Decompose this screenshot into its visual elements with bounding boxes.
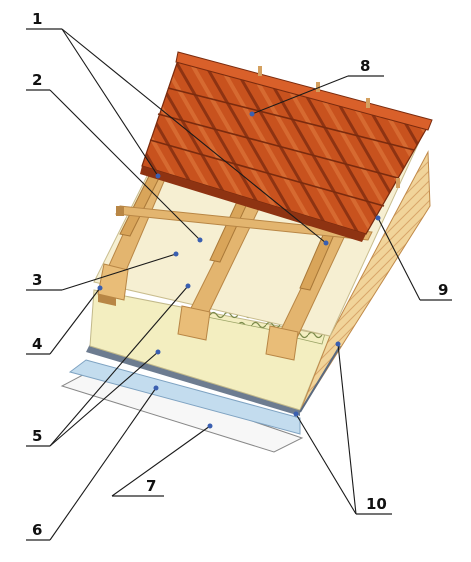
callout-4: 4 xyxy=(32,335,42,353)
callout-8: 8 xyxy=(360,57,370,75)
rafter-3-end xyxy=(265,325,299,361)
wall-section xyxy=(299,150,431,413)
callout-labels: 1 2 3 4 5 6 7 8 9 10 xyxy=(32,10,448,539)
ridge-edge xyxy=(175,51,433,131)
leader-lines xyxy=(26,28,452,541)
callout-6: 6 xyxy=(32,521,42,539)
rafter-2-end xyxy=(177,305,211,341)
rafter-0-end xyxy=(97,263,129,301)
metal-strip-edge xyxy=(299,345,341,413)
callout-1: 1 xyxy=(32,10,42,28)
callout-3: 3 xyxy=(32,271,42,289)
ridge-clip-1 xyxy=(258,66,262,76)
battens xyxy=(115,205,373,241)
metal-strip-lower xyxy=(86,344,300,416)
callout-2: 2 xyxy=(32,71,42,89)
tile-front-edge xyxy=(140,166,366,242)
ridge-clip-3 xyxy=(366,98,370,108)
callout-5: 5 xyxy=(32,427,42,445)
tile-course-lines xyxy=(149,87,415,207)
ridge-clip-4 xyxy=(396,178,400,188)
callout-10: 10 xyxy=(366,495,387,513)
ridge-clip-2 xyxy=(316,82,320,92)
roof-tiles xyxy=(140,51,433,242)
callout-7: 7 xyxy=(146,477,156,495)
batten-1-end xyxy=(116,206,124,216)
callout-9: 9 xyxy=(438,281,448,299)
